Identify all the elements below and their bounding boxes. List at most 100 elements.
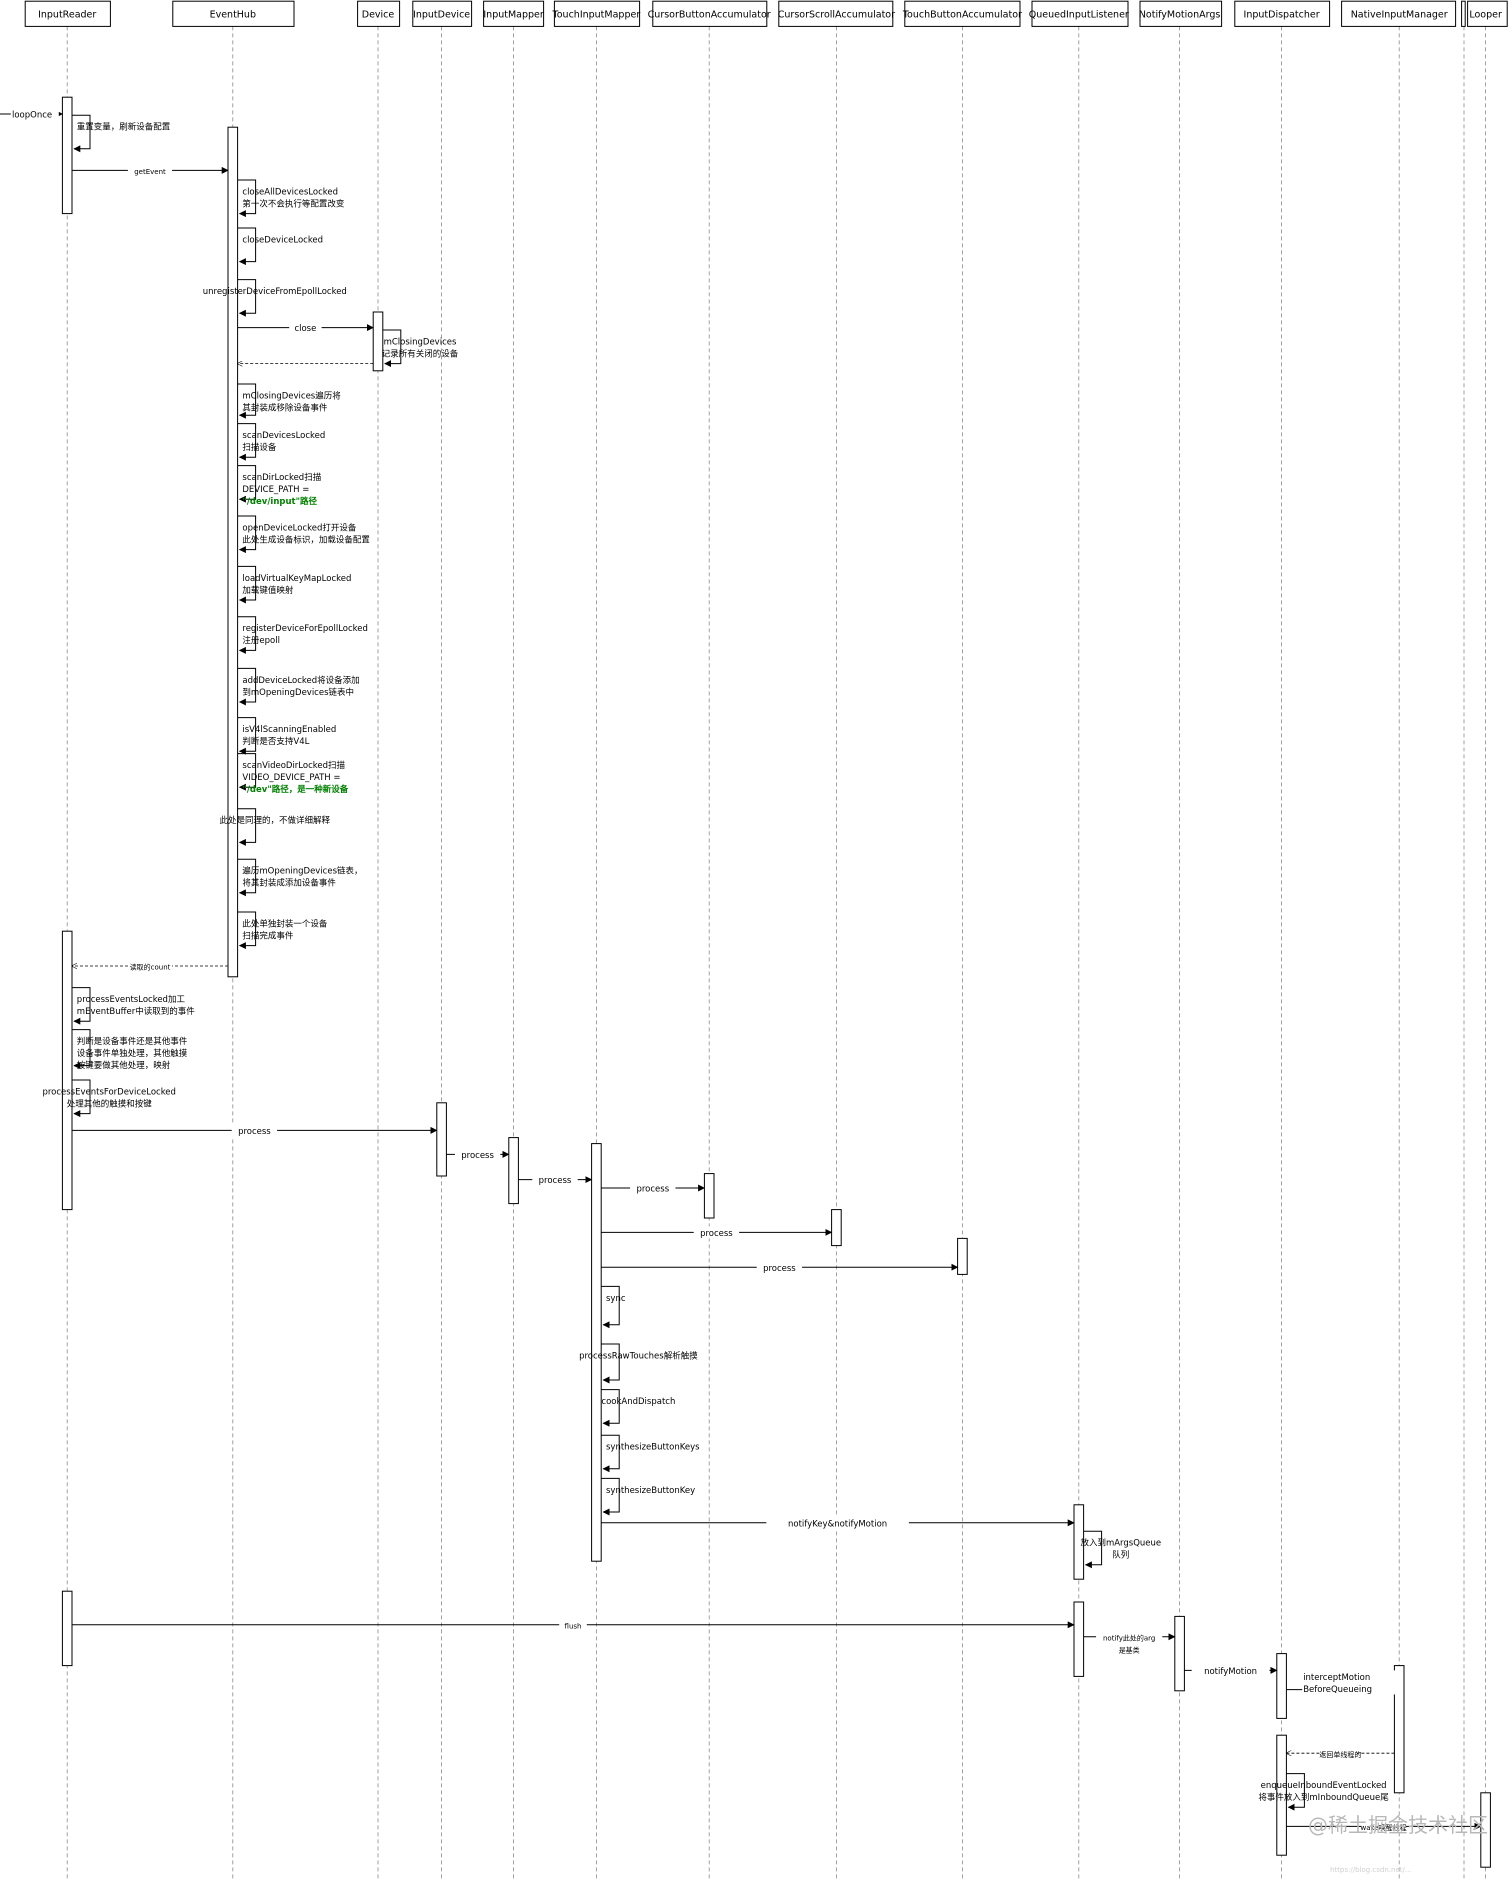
label-bg bbox=[289, 321, 322, 334]
self-call-arrow bbox=[237, 808, 257, 846]
participant-label: NotifyMotionArgs bbox=[1139, 9, 1221, 20]
message-label: 扫描设备 bbox=[242, 442, 277, 453]
message-label: 此处单独封装一个设备 bbox=[242, 918, 328, 929]
message-label: 放入到mArgsQueue bbox=[1080, 1538, 1161, 1549]
participant-input-mapper: InputMapper bbox=[483, 0, 545, 27]
participant-input-device: InputDevice bbox=[412, 0, 473, 27]
message-label: processEventsForDeviceLocked bbox=[42, 1087, 176, 1097]
self-call-input-dispatcher: enqueueInboundEventLocked将事件放入到mInboundQ… bbox=[1258, 1773, 1389, 1811]
label-bg bbox=[559, 1618, 587, 1631]
self-call-event-hub: 遍历mOpeningDevices链表，将其封装成添加设备事件 bbox=[237, 858, 363, 897]
activation-input-mapper bbox=[508, 1137, 519, 1205]
self-call-event-hub: unregisterDeviceFromEpollLocked bbox=[203, 279, 347, 317]
label-bg bbox=[1096, 1630, 1163, 1655]
message-label: cookAndDispatch bbox=[601, 1397, 675, 1407]
message-process: process bbox=[601, 1182, 706, 1195]
message-label: wake唤醒线程 bbox=[1361, 1823, 1407, 1832]
message-label: "/dev/input"路径 bbox=[242, 496, 317, 507]
return-count: 读取的count bbox=[72, 960, 228, 972]
message-label: isV4lScanningEnabled bbox=[242, 725, 336, 735]
label-bg bbox=[1302, 1670, 1400, 1695]
participant-input-dispatcher: InputDispatcher bbox=[1234, 0, 1331, 27]
activation-notify-motion-args bbox=[1174, 1615, 1185, 1692]
self-call-touch-input-mapper: sync bbox=[601, 1285, 626, 1329]
message-label: scanDevicesLocked bbox=[242, 431, 325, 441]
activation-queued-input-listener bbox=[1073, 1601, 1085, 1677]
self-call-arrow bbox=[237, 227, 257, 266]
self-call-arrow bbox=[237, 717, 257, 755]
self-call-touch-input-mapper: processRawTouches解析触摸 bbox=[579, 1343, 698, 1384]
message-label: DEVICE_PATH = bbox=[242, 485, 309, 495]
message-label: "/dev"路径，是一种新设备 bbox=[242, 784, 348, 795]
participant-box bbox=[1341, 0, 1457, 27]
message-label: mClosingDevices bbox=[384, 337, 457, 347]
self-call-touch-input-mapper: synthesizeButtonKey bbox=[601, 1477, 695, 1516]
self-call-event-hub: 此处是同理的，不做详细解释 bbox=[220, 808, 331, 846]
participant-label: CursorButtonAccumulator bbox=[648, 9, 771, 20]
message-process: process bbox=[601, 1226, 833, 1239]
message-label: closeDeviceLocked bbox=[242, 235, 323, 245]
label-bg bbox=[1191, 1664, 1270, 1677]
participant-event-hub: EventHub bbox=[172, 0, 295, 27]
message-label: mEventBuffer中读取到的事件 bbox=[77, 1006, 195, 1017]
message-label: 其封装成移除设备事件 bbox=[242, 402, 328, 413]
lifelines bbox=[66, 26, 1486, 1880]
activation-native-input-manager bbox=[1393, 1665, 1405, 1794]
message-label: closeAllDevicesLocked bbox=[242, 187, 338, 197]
watermark-text: @稀土掘金技术社区 bbox=[1308, 1813, 1488, 1837]
message-label: mClosingDevices遍历将 bbox=[242, 390, 341, 401]
message-label: flush bbox=[565, 1622, 582, 1630]
participant-cursor-button-accumulator: CursorButtonAccumulator bbox=[648, 0, 771, 27]
self-call-arrow bbox=[601, 1285, 620, 1329]
message-wake: wake唤醒线程 bbox=[1286, 1820, 1482, 1833]
activation-looper bbox=[1480, 1792, 1491, 1868]
message-notify-motion: notifyMotion bbox=[1184, 1664, 1278, 1677]
self-call-arrow bbox=[237, 279, 257, 317]
self-call-arrow bbox=[237, 383, 257, 419]
message-label: 判断是否支持V4L bbox=[242, 736, 309, 747]
message-label: unregisterDeviceFromEpollLocked bbox=[203, 287, 347, 297]
participant-box bbox=[483, 0, 545, 27]
self-call-input-reader: 重置变量，刷新设备配置 bbox=[72, 114, 171, 153]
message-label: 到mOpeningDevices链表中 bbox=[242, 687, 354, 698]
message-label: 加载键值映射 bbox=[242, 585, 294, 596]
participant-touch-button-accumulator: TouchButtonAccumulator bbox=[902, 0, 1022, 27]
participant-label: InputDispatcher bbox=[1244, 9, 1320, 20]
participant-blank bbox=[1461, 0, 1466, 27]
participant-box bbox=[357, 0, 401, 27]
return-item: 返回单线程的 bbox=[1286, 1747, 1395, 1760]
message-label: process bbox=[238, 1127, 271, 1137]
participant-box bbox=[652, 0, 768, 27]
messages: loopOnce重置变量，刷新设备配置getEventcloseAllDevic… bbox=[0, 108, 1482, 1833]
label-bg bbox=[766, 1516, 909, 1529]
message-label: notifyKey&notifyMotion bbox=[788, 1519, 887, 1529]
message-label: 将事件放入到mInboundQueue尾 bbox=[1258, 1792, 1389, 1803]
activation-cursor-button-accumulator bbox=[703, 1173, 715, 1219]
label-bg bbox=[10, 108, 59, 119]
label-bg bbox=[1323, 1747, 1357, 1760]
message-label: 判断是设备事件还是其他事件 bbox=[77, 1036, 188, 1047]
message-label: enqueueInboundEventLocked bbox=[1261, 1781, 1387, 1791]
label-bg bbox=[756, 1261, 803, 1274]
self-call-arrow bbox=[601, 1477, 620, 1516]
participant-box bbox=[778, 0, 894, 27]
message-label: 此处是同理的，不做详细解释 bbox=[220, 815, 331, 826]
self-call-arrow bbox=[237, 465, 257, 503]
participant-label: QueuedInputListener bbox=[1029, 9, 1129, 20]
participant-input-reader: InputReader bbox=[24, 0, 111, 27]
self-call-arrow bbox=[72, 114, 91, 153]
self-call-arrow bbox=[601, 1343, 620, 1384]
participant-queued-input-listener: QueuedInputListener bbox=[1029, 0, 1129, 27]
message-label: process bbox=[636, 1185, 669, 1195]
